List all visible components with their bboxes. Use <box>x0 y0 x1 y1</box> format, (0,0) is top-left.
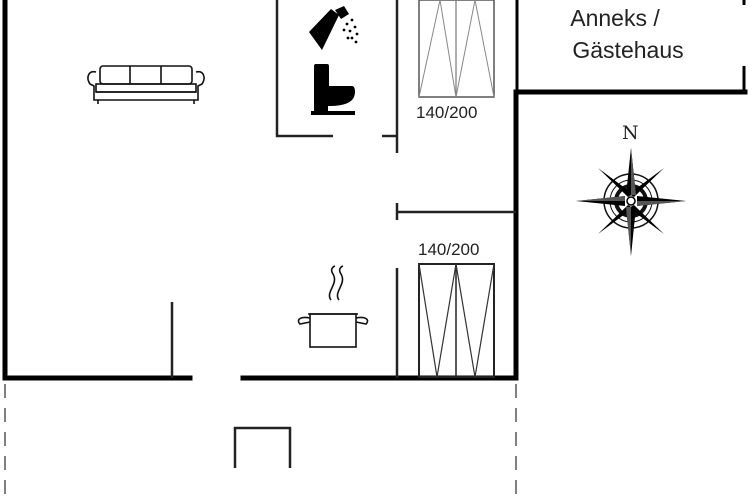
annex-label-line1: Anneks / <box>570 5 660 31</box>
bathroom-wall <box>275 0 333 138</box>
toilet-icon <box>311 64 355 115</box>
bed-upper-diag-b <box>439 0 457 98</box>
bed-upper-diag-d <box>474 0 495 98</box>
terrace-outline <box>4 384 517 498</box>
partitions <box>170 0 516 378</box>
cooking-pot-icon <box>297 265 369 348</box>
annex-room <box>515 0 746 92</box>
bed-lower-diag-d <box>474 263 495 378</box>
bed-upper-diag-a <box>418 0 441 98</box>
shower-icon <box>309 6 359 50</box>
bed-lower-diag-b <box>436 263 457 378</box>
bed-upper-size-label: 140/200 <box>416 103 478 122</box>
bed-lower-size-label: 140/200 <box>418 240 480 259</box>
bed-lower-diag-a <box>418 263 438 378</box>
walls <box>2 0 748 381</box>
sofa-icon <box>87 65 205 104</box>
annex-label-line2: Gästehaus <box>572 37 684 63</box>
compass-rose-icon <box>576 148 686 256</box>
entrance-step <box>233 426 292 468</box>
bed-upper-diag-c <box>455 0 476 98</box>
bed-lower <box>418 263 495 378</box>
bed-lower-diag-c <box>455 263 476 378</box>
bed-upper <box>418 0 495 98</box>
compass-north-label: N <box>622 122 639 144</box>
